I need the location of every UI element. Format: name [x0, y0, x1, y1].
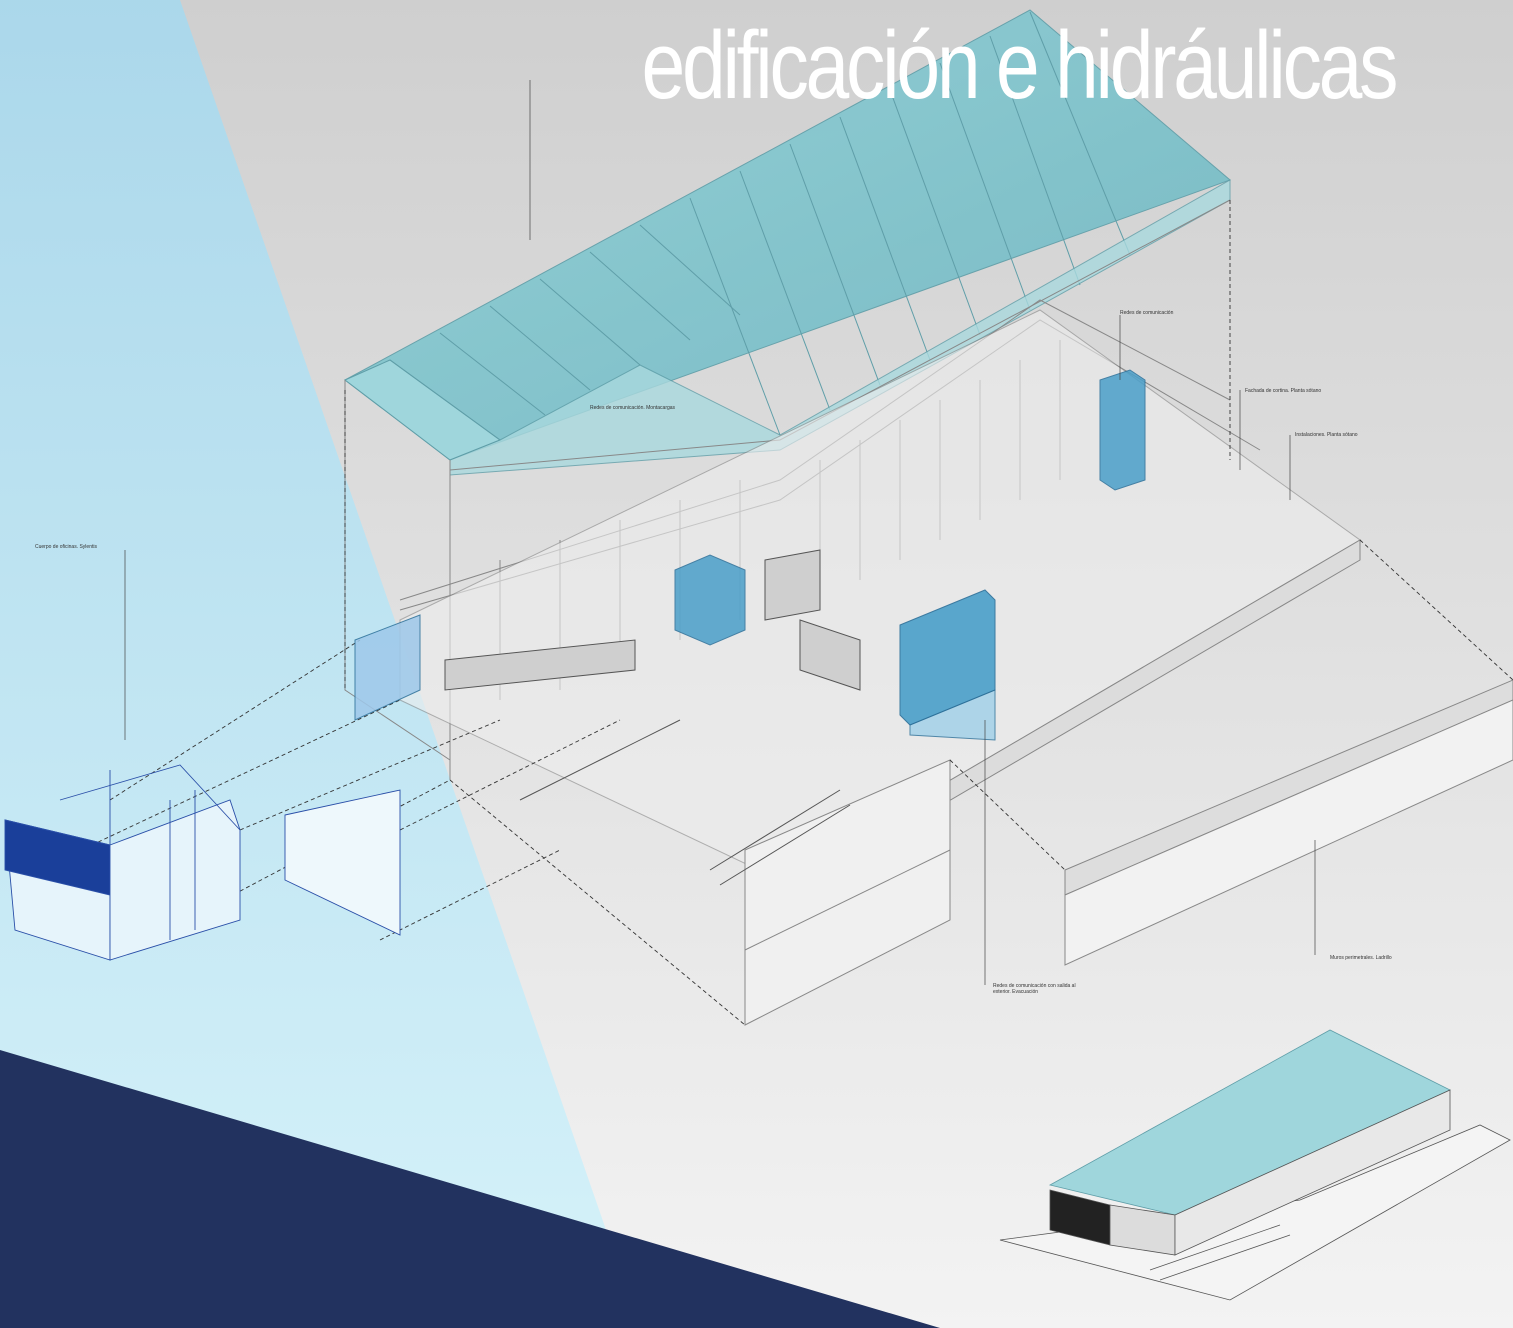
navy-corner — [0, 1050, 940, 1328]
label-muros-perimetrales: Muros perimetrales. Ladrillo — [1330, 955, 1392, 961]
partitions — [444, 549, 861, 886]
inset-model — [999, 1029, 1511, 1301]
roof-panels — [344, 9, 1231, 476]
label-redes-montacargas: Redes de comunicación. Montacargas — [590, 405, 676, 411]
blue-volumes — [354, 369, 1146, 741]
label-redes-salida: Redes de comunicación con salida al exte… — [993, 983, 1076, 995]
page-headline: edificación e hidráulicas — [641, 12, 1398, 119]
blue-panel — [0, 0, 640, 1328]
label-cuerpo-oficinas: Cuerpo de oficinas. Sylentis — [35, 544, 97, 550]
label-instalaciones: Instalaciones. Planta sótano — [1295, 432, 1358, 438]
label-redes-comunicacion: Redes de comunicación — [1120, 310, 1174, 316]
label-fachada-cortina: Fachada de cortina. Planta sótano — [1245, 388, 1322, 394]
office-block — [4, 764, 401, 961]
